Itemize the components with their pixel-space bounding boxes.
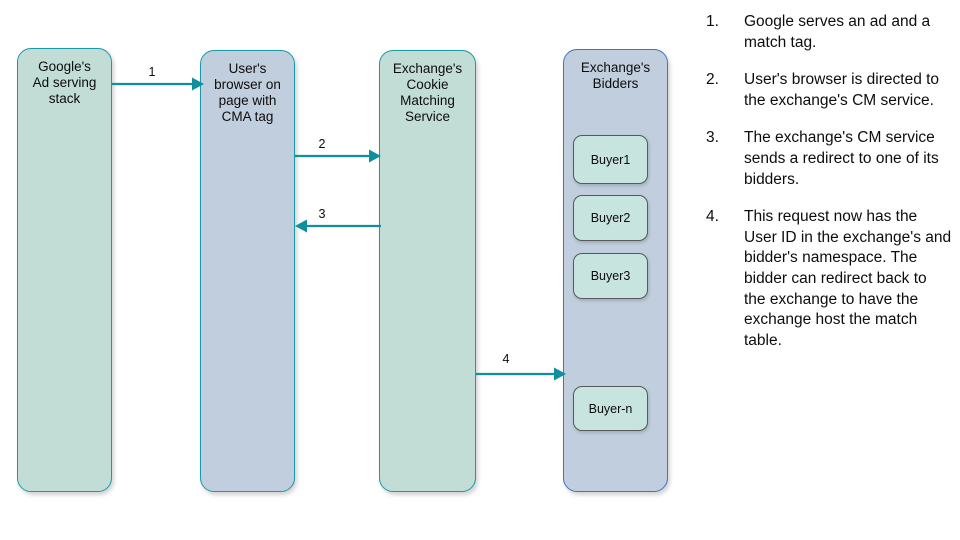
chip-buyer-n[interactable]: Buyer-n [573,386,648,431]
node-exchange-cookie-matching-service[interactable]: Exchange's Cookie Matching Service [379,50,476,492]
connector-4-cms-to-bidders [476,352,566,396]
node-cms-label: Exchange's Cookie Matching Service [392,61,463,124]
connector-3-label: 3 [318,207,326,221]
step-3-text: The exchange's CM service sends a redire… [744,129,939,188]
list-item: 1. Google serves an ad and a match tag. [706,12,952,53]
chip-buyer1[interactable]: Buyer1 [573,135,648,184]
step-2-number: 2. [706,71,719,89]
node-user-browser[interactable]: User's browser on page with CMA tag [200,50,295,492]
connector-3-arrow-icon [295,219,381,233]
step-1-number: 1. [706,13,719,30]
connector-1-google-to-browser [112,62,204,106]
list-item: 4. This request now has the User ID in t… [706,207,952,351]
step-2-text: User's browser is directed to the exchan… [744,71,940,109]
chip-buyer2-label: Buyer2 [590,211,631,225]
step-4-text: This request now has the User ID in the … [744,208,952,349]
node-google-ad-serving-stack[interactable]: Google's Ad serving stack [17,48,112,492]
step-3-number: 3. [706,129,719,147]
connector-2-browser-to-cms [295,134,381,178]
list-item: 3. The exchange's CM service sends a red… [706,128,952,190]
node-google-label: Google's Ad serving stack [32,59,97,106]
node-browser-label: User's browser on page with CMA tag [214,61,281,124]
chip-buyern-label: Buyer-n [588,401,633,416]
chip-buyer3[interactable]: Buyer3 [573,253,648,299]
connector-4-label: 4 [502,352,510,366]
connector-4-arrow-icon [476,367,566,381]
list-item: 2. User's browser is directed to the exc… [706,70,952,111]
steps-list: 1. Google serves an ad and a match tag. … [706,12,952,369]
connector-1-label: 1 [148,65,156,79]
connector-2-arrow-icon [295,149,381,163]
node-bidders-label: Exchange's Bidders [580,60,651,91]
chip-buyer1-label: Buyer1 [590,152,631,167]
step-1-text: Google serves an ad and a match tag. [744,13,931,51]
connector-3-cms-to-browser [295,204,381,248]
connector-1-arrow-icon [112,77,204,91]
step-4-number: 4. [706,208,719,226]
chip-buyer3-label: Buyer3 [590,269,631,283]
chip-buyer2[interactable]: Buyer2 [573,195,648,241]
connector-2-label: 2 [318,137,326,151]
